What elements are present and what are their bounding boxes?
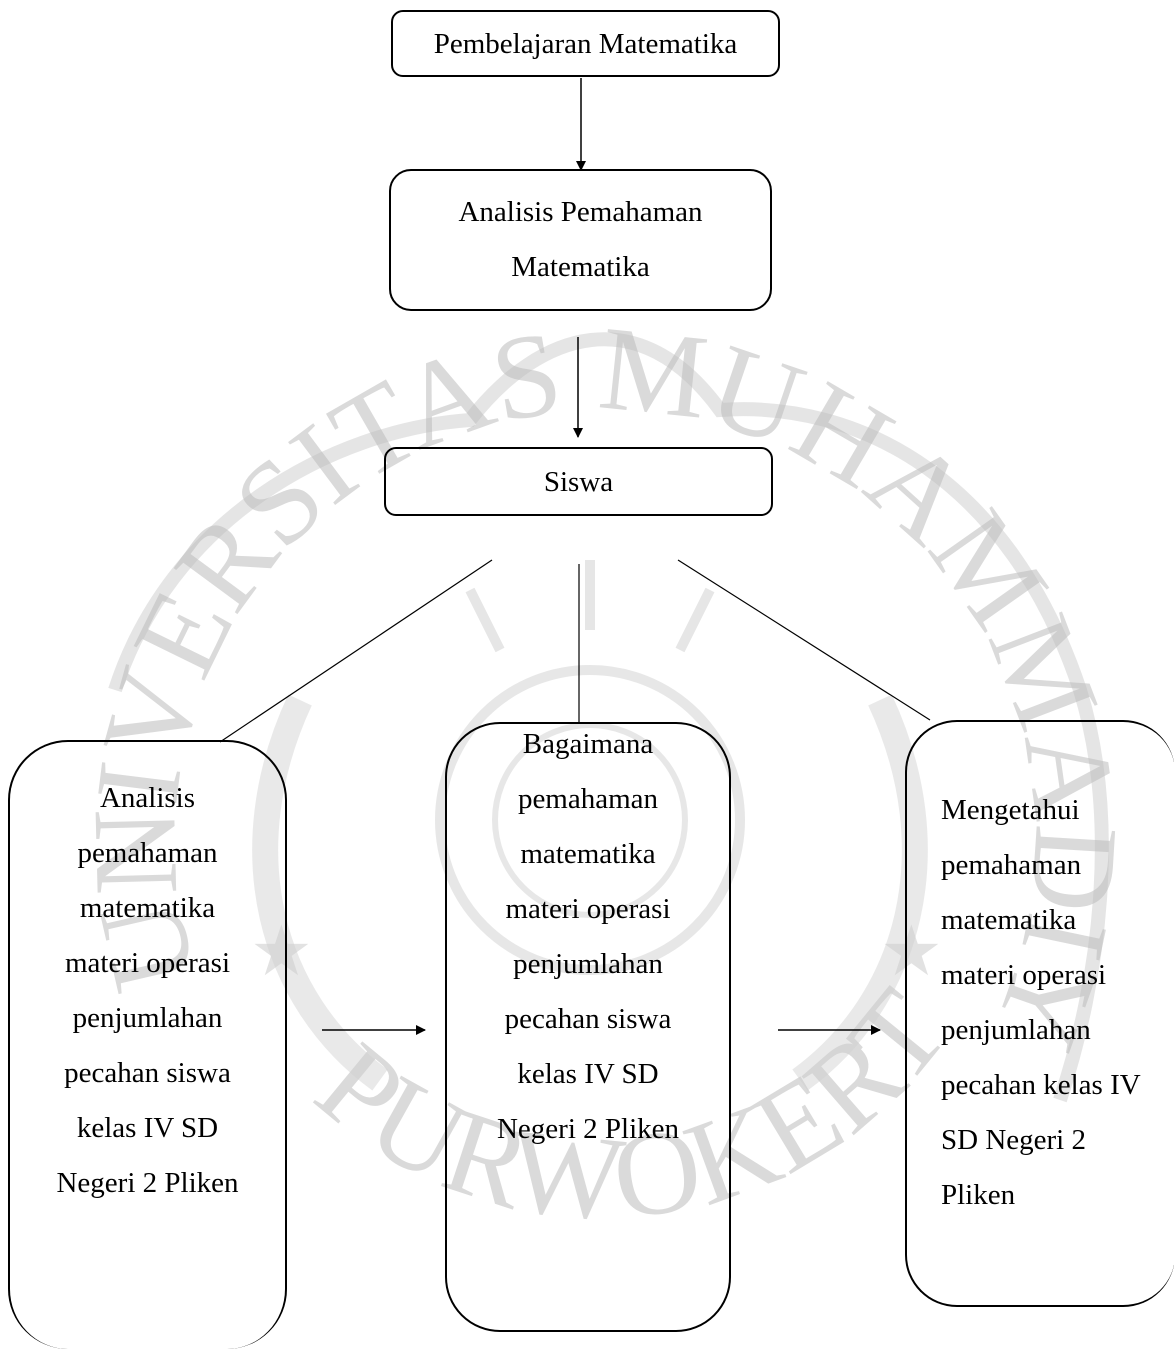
box-pembelajaran-matematika: Pembelajaran Matematika — [391, 10, 780, 77]
line-siswa-to-right — [677, 559, 931, 721]
line-siswa-to-left — [219, 559, 493, 743]
box-middle-label: Bagaimana pemahaman matematika materi op… — [496, 728, 679, 1145]
box-siswa-label: Siswa — [543, 465, 614, 498]
box-siswa: Siswa — [384, 447, 773, 516]
box-right-label: Mengetahui pemahaman matematika materi o… — [941, 794, 1141, 1211]
box-analisis-siswa: Analisis pemahaman matematika materi ope… — [8, 740, 287, 1349]
box-mengetahui-pemahaman: Mengetahui pemahaman matematika materi o… — [905, 720, 1174, 1307]
box-analisis-label: Analisis Pemahaman Matematika — [458, 196, 703, 283]
box-pembelajaran-label: Pembelajaran Matematika — [433, 27, 738, 60]
box-bagaimana-pemahaman: Bagaimana pemahaman matematika materi op… — [445, 722, 731, 1332]
box-left-label: Analisis pemahaman matematika materi ope… — [56, 781, 239, 1199]
box-analisis-pemahaman: Analisis Pemahaman Matematika — [389, 169, 772, 311]
